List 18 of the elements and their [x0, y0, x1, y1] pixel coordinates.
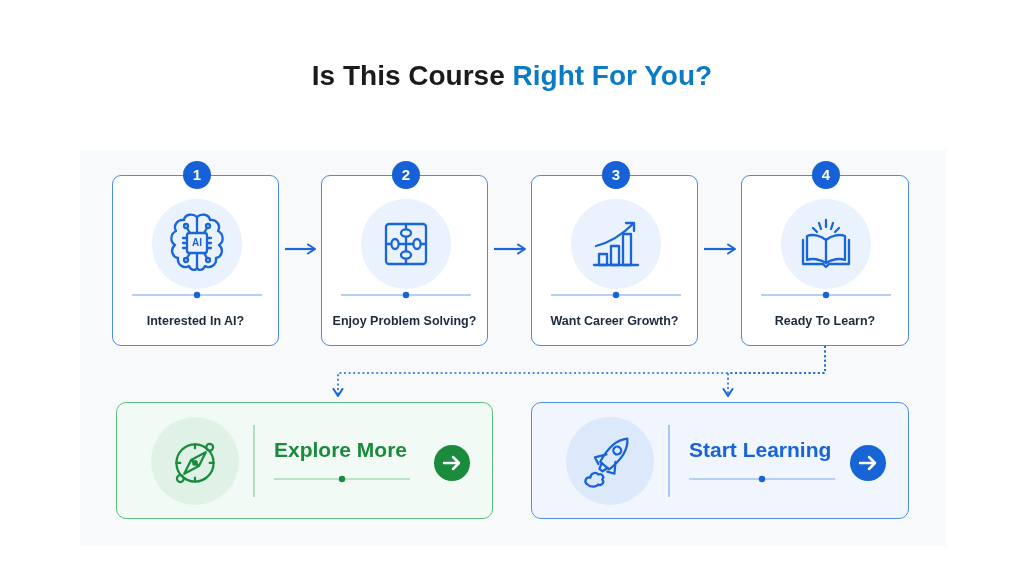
- step-number: 4: [812, 161, 840, 189]
- title: Is This Course Right For You?: [311, 59, 713, 93]
- step-caption: Enjoy Problem Solving?: [331, 313, 478, 329]
- step-number: 3: [602, 161, 630, 189]
- arrow: [494, 243, 526, 255]
- step-caption: Ready To Learn?: [773, 313, 877, 329]
- step-number: 1: [183, 161, 211, 189]
- step-caption: Want Career Growth?: [549, 313, 680, 329]
- step-number: 2: [392, 161, 420, 189]
- chip-label: AI: [191, 236, 203, 250]
- action-card: [116, 402, 493, 519]
- arrow: [285, 243, 316, 255]
- action-title: Explore More: [274, 437, 408, 463]
- dotted-arrow: [722, 345, 826, 397]
- action-card: [531, 402, 909, 519]
- action-title: Start Learning: [689, 437, 832, 463]
- step-caption: Interested In AI?: [145, 313, 246, 329]
- arrow: [704, 243, 736, 255]
